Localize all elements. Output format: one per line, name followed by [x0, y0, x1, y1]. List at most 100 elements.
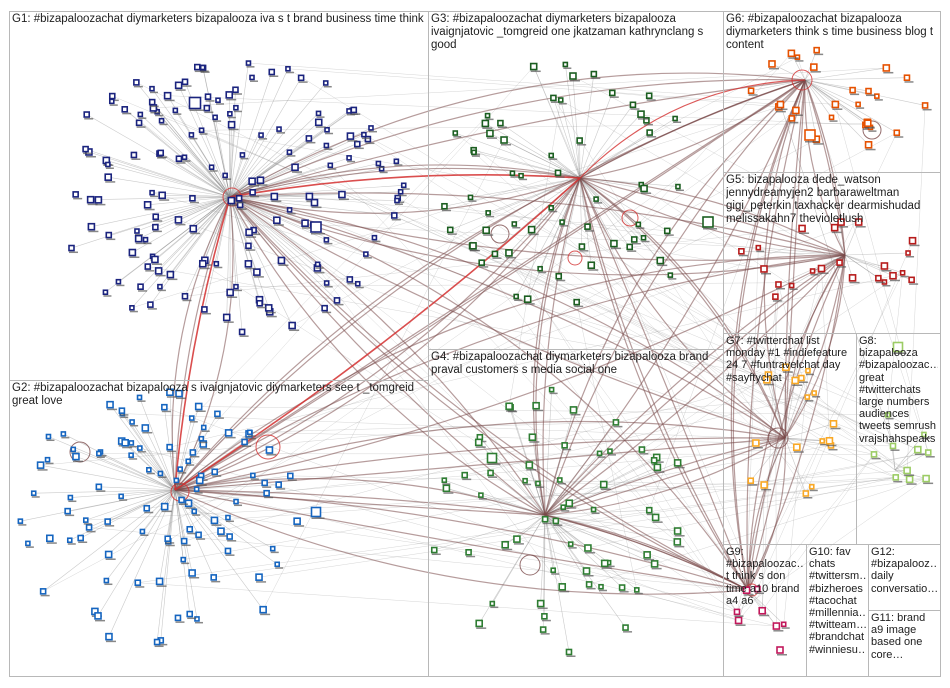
group-label-G7: G7: #twitterchat list monday #1 #indiefe…	[726, 335, 848, 384]
graph-node	[224, 547, 232, 555]
graph-node-label	[122, 112, 132, 115]
graph-edge	[174, 413, 218, 491]
graph-node-label	[805, 373, 814, 376]
graph-node	[558, 583, 567, 591]
graph-edge	[503, 139, 581, 179]
graph-edge	[367, 138, 823, 442]
graph-node	[640, 234, 647, 241]
graph-node-label	[257, 306, 267, 309]
graph-node	[135, 119, 143, 127]
graph-node-label	[189, 109, 205, 111]
graph-edge	[804, 79, 859, 105]
graph-edge	[481, 262, 738, 613]
graph-node	[287, 472, 294, 480]
graph-edge	[162, 195, 231, 198]
group-panel-G9: G9: #bizapaloozac… t think s don time a1…	[723, 544, 807, 677]
graph-node	[323, 237, 330, 243]
graph-node	[259, 605, 267, 614]
graph-edge	[145, 427, 176, 491]
graph-edge	[229, 154, 243, 198]
graph-node	[105, 632, 113, 641]
graph-node-label	[443, 492, 454, 494]
graph-node-label	[119, 499, 128, 501]
graph-node-label	[925, 456, 935, 458]
graph-node-label	[161, 510, 172, 513]
graph-node-label	[646, 99, 656, 101]
graph-node	[582, 567, 591, 575]
graph-node	[903, 74, 911, 82]
graph-node-label	[129, 458, 138, 460]
graph-node	[892, 474, 900, 481]
graph-node-label	[379, 171, 388, 174]
graph-node	[217, 527, 225, 535]
graph-node	[288, 321, 296, 330]
graph-node-label	[140, 534, 149, 536]
graph-node-label	[187, 532, 197, 535]
graph-node-label	[743, 594, 754, 596]
graph-node-label	[103, 295, 112, 297]
graph-node-label	[236, 201, 246, 204]
graph-node	[157, 470, 164, 477]
graph-node-label	[501, 144, 512, 146]
graph-node-label	[190, 455, 200, 458]
graph-node-label	[805, 400, 814, 402]
graph-edge	[434, 514, 546, 551]
graph-edge	[174, 196, 231, 491]
graph-edge	[147, 196, 231, 267]
graph-node-label	[247, 435, 256, 437]
graph-node-label	[155, 114, 164, 117]
graph-node-label	[18, 524, 27, 526]
graph-edge	[174, 196, 231, 491]
graph-node	[828, 114, 835, 121]
graph-node-label	[798, 381, 808, 384]
graph-node	[72, 452, 80, 461]
graph-node	[198, 127, 205, 134]
graph-node-label	[372, 240, 381, 243]
graph-node	[322, 80, 329, 86]
graph-node	[747, 477, 755, 485]
graph-node	[798, 224, 806, 233]
graph-edge	[784, 254, 846, 439]
graph-node-label	[775, 110, 786, 113]
graph-node	[523, 295, 532, 303]
graph-edge	[804, 79, 897, 134]
graph-edge	[174, 489, 749, 591]
graph-edge	[229, 71, 273, 198]
graph-node-label	[630, 108, 640, 110]
graph-edge	[229, 192, 846, 256]
graph-node	[128, 452, 134, 459]
graph-node-label	[246, 437, 257, 440]
graph-edge	[516, 514, 546, 540]
graph-node	[25, 540, 31, 547]
graph-node-label	[505, 256, 516, 259]
graph-node	[461, 471, 469, 479]
graph-edge	[201, 122, 868, 131]
graph-edge	[150, 196, 231, 305]
graph-edge	[485, 230, 777, 627]
graph-node	[830, 223, 839, 232]
graph-node	[560, 504, 567, 510]
graph-edge	[107, 164, 231, 198]
graph-edge	[174, 489, 184, 560]
group-label-G11: G11: brand a9 image based one core…	[871, 612, 926, 661]
graph-node-label	[652, 521, 663, 523]
graph-node	[291, 163, 299, 172]
graph-node	[324, 126, 330, 133]
graph-edge	[761, 484, 765, 611]
graph-node	[143, 504, 151, 512]
graph-edge	[174, 477, 546, 516]
graph-node	[491, 250, 499, 258]
graph-node	[181, 154, 188, 161]
graph-node-label	[830, 427, 841, 430]
graph-edge	[572, 75, 842, 223]
graph-node-label	[178, 472, 187, 474]
graph-node-label	[167, 278, 178, 281]
graph-node	[46, 534, 54, 543]
graph-edge	[797, 57, 929, 453]
graph-node	[567, 541, 574, 547]
graph-node-label	[78, 541, 88, 544]
graph-node	[161, 403, 168, 411]
graph-edge	[108, 489, 176, 555]
graph-node-label	[579, 250, 589, 252]
graph-node-label	[287, 479, 297, 481]
